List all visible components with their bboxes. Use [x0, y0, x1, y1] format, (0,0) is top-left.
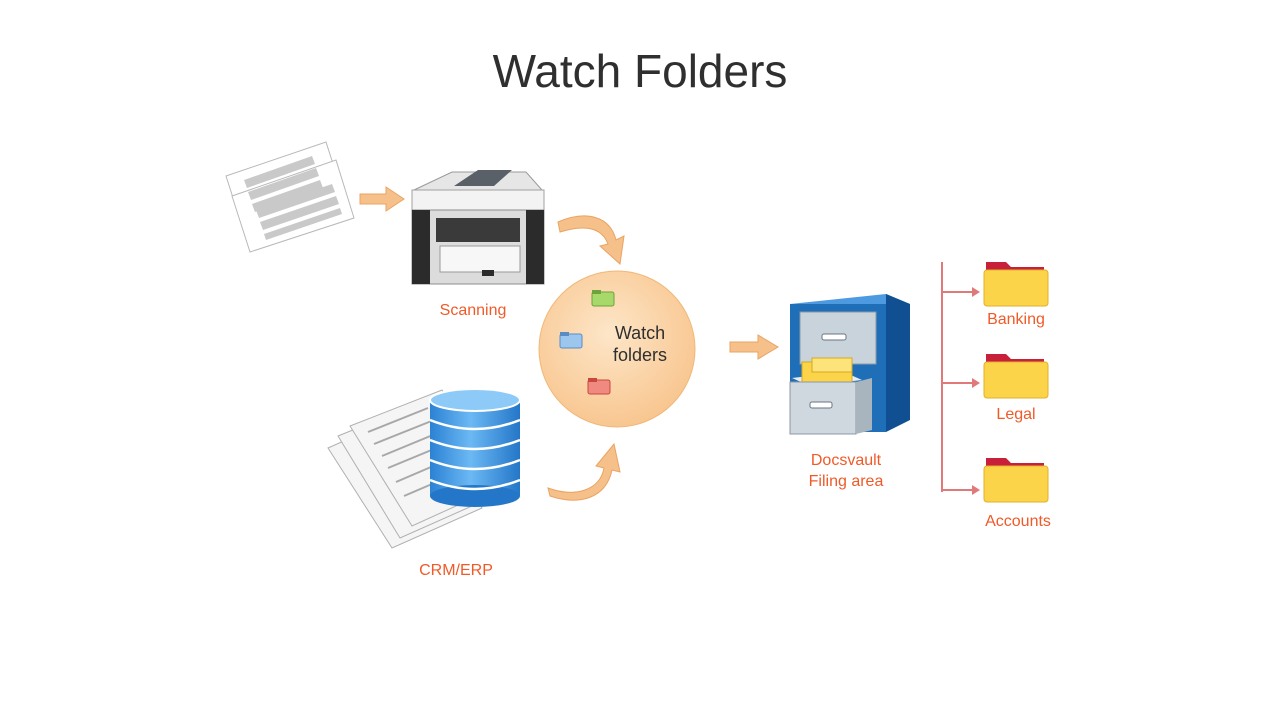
filing-label-line2: Filing area: [808, 473, 884, 490]
accounts-label: Accounts: [985, 513, 1051, 530]
page-title: Watch Folders: [492, 45, 788, 97]
banking-folder-icon: [983, 262, 1049, 307]
scanner-icon: [411, 170, 545, 285]
crm-erp-label: CRM/ERP: [419, 562, 493, 579]
hub-label-line1: Watch: [614, 323, 666, 343]
hub-label: Watch folders: [602, 322, 678, 366]
paper-stack-icon: [225, 141, 355, 253]
curved-arrow-up-icon: [547, 442, 621, 501]
banking-label: Banking: [987, 311, 1045, 328]
filing-label-line1: Docsvault: [810, 452, 882, 469]
legal-folder-icon: [983, 354, 1049, 399]
green-folder-icon: [591, 290, 615, 307]
database-icon: [429, 388, 521, 507]
scanning-label: Scanning: [439, 302, 507, 319]
arrow-right-icon: [359, 186, 405, 212]
accounts-folder-icon: [983, 458, 1049, 503]
arrow-right-icon: [729, 334, 779, 360]
curved-arrow-down-icon: [557, 215, 625, 265]
legal-label: Legal: [996, 406, 1036, 423]
red-folder-icon: [587, 378, 611, 395]
filing-area-label: Docsvault Filing area: [786, 450, 906, 492]
blue-folder-icon: [559, 332, 583, 349]
filing-cabinet-icon: [789, 294, 910, 435]
hub-label-line2: folders: [612, 345, 668, 365]
branch-connector: [941, 262, 980, 495]
watch-folders-hub: [538, 270, 696, 428]
